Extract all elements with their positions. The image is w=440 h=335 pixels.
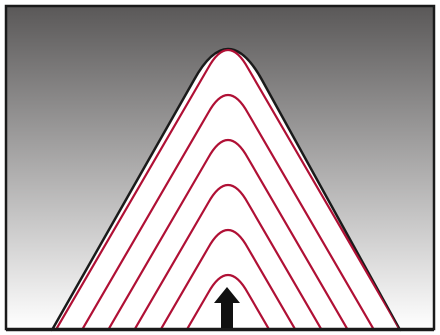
fold-diagram <box>0 0 440 335</box>
diagram-stage <box>0 0 440 335</box>
